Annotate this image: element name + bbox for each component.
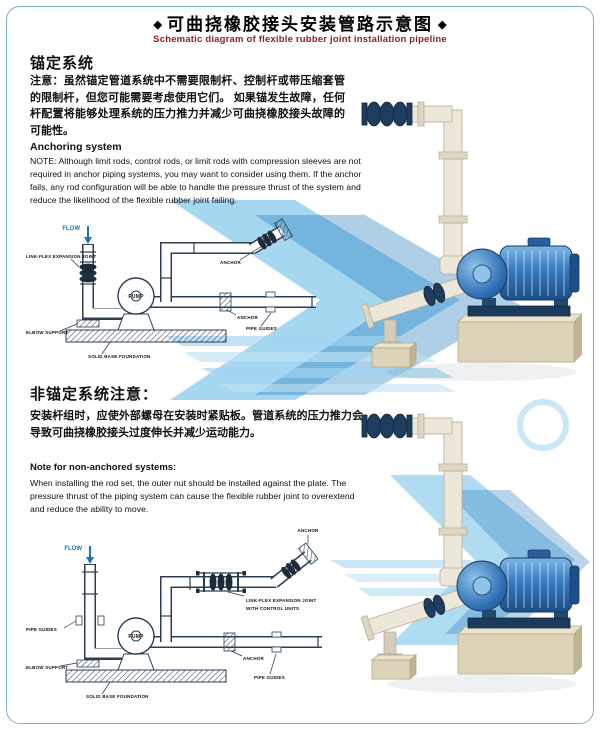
pump-3d-render-copy: [360, 413, 582, 694]
top-pipe-with-rubber-joint: [361, 101, 453, 127]
non-anchored-heading-cn: 非锚定系统注意：: [30, 386, 159, 403]
label-flow: FLOW: [62, 226, 80, 232]
label-pipe-guides: PIPE GUIDES: [246, 326, 277, 331]
foundation-slab: [65, 329, 227, 343]
shadow: [387, 363, 577, 381]
label-anchor-mid: ANCHOR: [243, 656, 264, 661]
pump-volute: [456, 248, 508, 300]
non-anchored-note-cn: 安装杆组时，应使外部螺母在安装时紧贴板。管道系统的压力推力会导致可曲挠橡胶接头过…: [30, 410, 363, 439]
label-foundation: SOLID BASE FOUNDATION: [88, 354, 151, 359]
vertical-pipe: [438, 109, 475, 275]
flow-arrow: [86, 546, 94, 564]
pump-3d-render-non-anchored: [360, 413, 582, 694]
elbow-support-bracket: [76, 319, 100, 328]
label-expansion-joint: LINK-FLEX EXPANSION JOINT: [26, 254, 96, 259]
pipe-flanges: [82, 571, 319, 648]
watermark-ring-1: [517, 399, 569, 451]
anchor-bracket-top: [273, 218, 293, 242]
anchored-note-en: NOTE: Although limit rods, control rods,…: [30, 156, 362, 206]
foundation-slab: [65, 669, 227, 683]
pipe-guides-bracket-right: [271, 631, 282, 653]
label-elbow-support: ELBOW SUPPORT: [26, 330, 68, 335]
label-pipe-guides-left: PIPE GUIDES: [26, 627, 57, 632]
discharge-pipe: [360, 277, 465, 329]
pump-symbol: [117, 277, 155, 331]
rubber-expansion-joint: [79, 263, 97, 283]
rubber-joint-top: [281, 559, 301, 579]
pump-symbol: [117, 617, 155, 671]
label-pipe-guides-right: PIPE GUIDES: [254, 675, 285, 680]
anchored-heading-cn: 锚定系统: [30, 55, 95, 72]
diamond-icon: ◆: [438, 19, 447, 31]
label-anchor-top: ANCHOR: [298, 528, 319, 533]
anchor-bracket-mid: [223, 632, 236, 652]
label-anchor-mid: ANCHOR: [237, 315, 258, 320]
rubber-joint-top: [257, 230, 277, 250]
motor: [499, 237, 580, 301]
label-foundation: SOLID BASE FOUNDATION: [86, 694, 149, 699]
anchor-bracket-top: [298, 542, 319, 565]
flow-arrow: [84, 226, 92, 244]
anchored-heading-en: Anchoring system: [30, 141, 122, 153]
non-anchored-note-en: When installing the rod set, the outer n…: [30, 478, 355, 515]
elbow-support-bracket: [76, 659, 100, 668]
foundation-block: [457, 313, 582, 363]
pipe-flanges: [80, 242, 313, 308]
support-pedestal: [370, 319, 418, 368]
label-elbow-support: ELBOW SUPPORT: [26, 665, 68, 670]
pump-3d-render-anchored: [360, 101, 582, 381]
label-expansion-joint-line2: WITH CONTROL UNITS: [246, 606, 299, 611]
non-anchored-system-diagram: FLOW ANCHOR LINK-FLEX EXPANSION JOINT WI…: [26, 528, 322, 699]
pump-base-plate: [467, 298, 571, 317]
anchored-system-diagram: FLOW LINK-FLEX EXPANSION JOINT ANCHOR PU…: [26, 218, 316, 359]
page-subtitle: Schematic diagram of flexible rubber joi…: [153, 34, 447, 45]
label-pump: PUMP: [128, 294, 144, 300]
piping: [82, 225, 316, 320]
leader-lines: [59, 535, 309, 695]
label-expansion-joint-line1: LINK-FLEX EXPANSION JOINT: [246, 598, 316, 603]
rubber-joint-with-control-units: [196, 571, 246, 593]
title-text: 可曲挠橡胶接头安装管路示意图: [167, 15, 433, 34]
leader-lines: [59, 245, 272, 355]
label-flow: FLOW: [64, 546, 82, 552]
anchor-bracket-mid: [219, 292, 232, 312]
page-title: ◆ 可曲挠橡胶接头安装管路示意图 ◆: [0, 10, 600, 35]
label-anchor-top: ANCHOR: [220, 260, 241, 265]
pipe-guides-bracket: [265, 291, 276, 313]
anchored-note-cn: 注意：虽然锚定管道系统中不需要限制杆、控制杆或带压缩套管的限制杆，但您可能需要考…: [30, 75, 345, 137]
pipe-guides-bracket-left: [75, 615, 105, 626]
label-pump: PUMP: [128, 634, 144, 640]
non-anchored-heading-en: Note for non-anchored systems:: [30, 462, 177, 473]
diamond-icon: ◆: [153, 19, 162, 31]
